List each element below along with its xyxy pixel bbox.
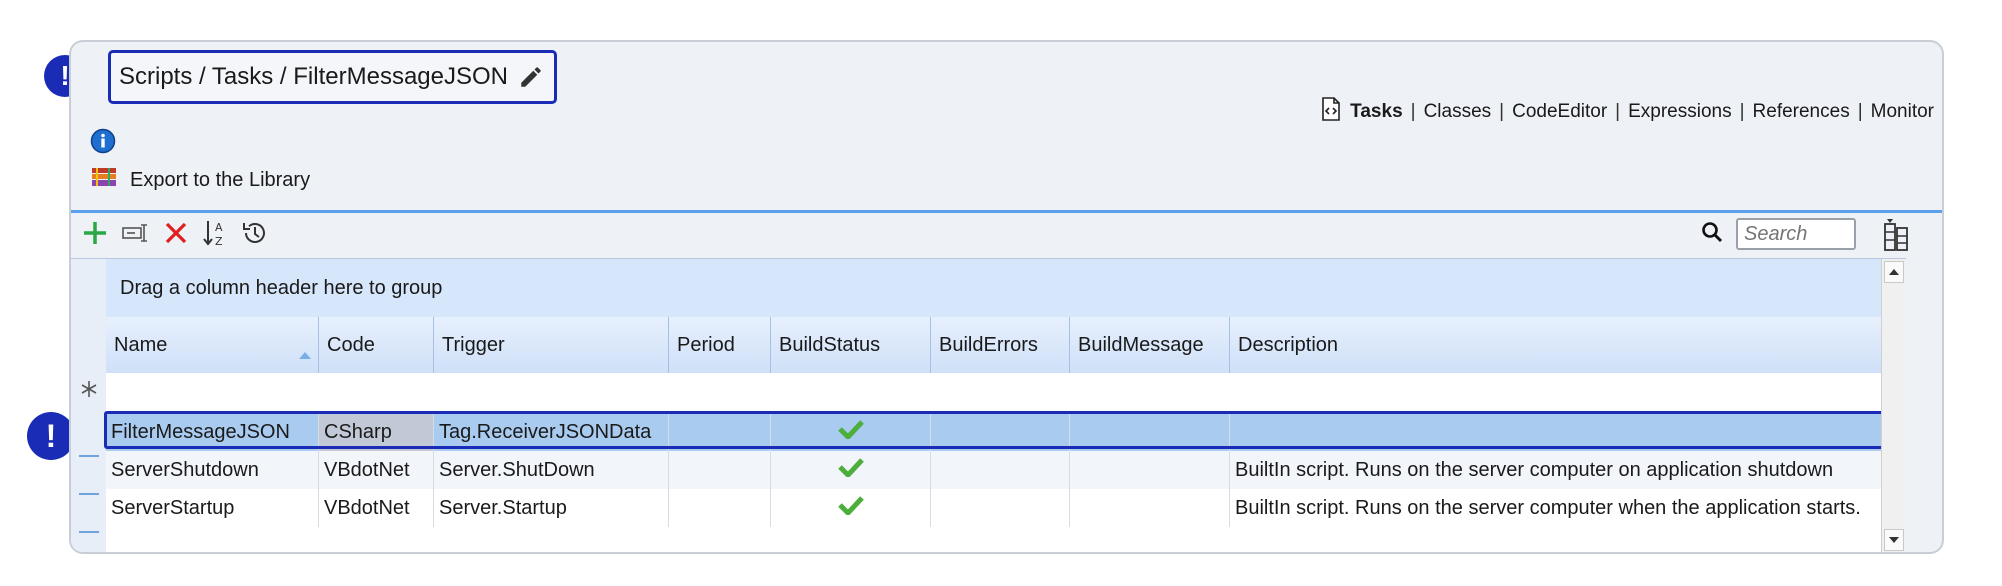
cell-buildstatus[interactable]: [771, 489, 931, 527]
table-row[interactable]: FilterMessageJSON CSharp Tag.ReceiverJSO…: [106, 413, 1882, 451]
cell-buildstatus[interactable]: [771, 413, 931, 451]
cell-name[interactable]: FilterMessageJSON: [106, 413, 319, 451]
search-area: [1700, 218, 1856, 250]
annotation-marker-row: !: [27, 412, 75, 460]
cell-description[interactable]: BuiltIn script. Runs on the server compu…: [1235, 458, 1834, 481]
pencil-icon[interactable]: [518, 64, 544, 90]
table-row[interactable]: ServerStartup VBdotNet Server.Startup Bu…: [106, 489, 1882, 527]
code-file-icon: [1320, 97, 1342, 127]
column-header-label: BuildMessage: [1078, 333, 1204, 356]
row-indicator: [79, 493, 99, 495]
export-to-library-button[interactable]: Export to the Library: [90, 165, 310, 195]
row-indicator: [79, 455, 99, 457]
cell-name[interactable]: ServerShutdown: [106, 451, 319, 489]
divider: [71, 210, 1942, 213]
cell-trigger[interactable]: Server.Startup: [434, 489, 669, 527]
cell-description[interactable]: [1230, 413, 1882, 451]
nav-expressions[interactable]: Expressions: [1628, 101, 1732, 122]
column-header-label: Description: [1238, 333, 1339, 356]
tasks-grid: Drag a column header here to group Name …: [71, 258, 1906, 552]
group-panel[interactable]: Drag a column header here to group: [106, 259, 1882, 317]
nav-separator: |: [1410, 101, 1416, 122]
cell-buildmessage[interactable]: [1070, 451, 1230, 489]
breadcrumb-text: Scripts / Tasks / FilterMessageJSON: [119, 63, 508, 90]
search-icon: [1700, 220, 1724, 249]
column-header-label: Trigger: [442, 333, 505, 356]
cell-name[interactable]: ServerStartup: [106, 489, 319, 527]
nav-tasks[interactable]: Tasks: [1350, 101, 1403, 122]
cell-builderrors[interactable]: [931, 489, 1070, 527]
export-label: Export to the Library: [130, 168, 311, 191]
add-icon[interactable]: [81, 219, 109, 252]
history-icon[interactable]: [241, 219, 269, 252]
scripts-tasks-panel: Scripts / Tasks / FilterMessageJSON Task…: [69, 40, 1944, 554]
cell-code[interactable]: VBdotNet: [319, 451, 434, 489]
nav-references[interactable]: References: [1752, 101, 1850, 122]
cell-builderrors[interactable]: [931, 413, 1070, 451]
cell-buildmessage[interactable]: [1070, 489, 1230, 527]
column-header-description[interactable]: Description: [1230, 317, 1882, 373]
column-header-period[interactable]: Period: [669, 317, 771, 373]
sort-ascending-icon: [298, 343, 312, 366]
cell-buildmessage[interactable]: [1070, 413, 1230, 451]
nav-code-editor[interactable]: CodeEditor: [1512, 101, 1608, 122]
column-header-code[interactable]: Code: [319, 317, 434, 373]
grid-header: Name Code Trigger Period BuildStatus Bui…: [106, 317, 1882, 374]
check-icon: [837, 419, 864, 445]
column-header-label: Code: [327, 333, 375, 356]
new-row-icon: [79, 379, 99, 404]
cell-period[interactable]: [669, 413, 771, 451]
column-header-label: BuildStatus: [779, 333, 881, 356]
scroll-up-icon[interactable]: [1884, 261, 1904, 283]
cell-code[interactable]: VBdotNet: [319, 489, 434, 527]
svg-text:A: A: [215, 221, 223, 234]
nav-separator: |: [1499, 101, 1505, 122]
cell-description[interactable]: BuiltIn script. Runs on the server compu…: [1235, 496, 1861, 519]
column-chooser-icon[interactable]: [1880, 218, 1914, 257]
cell-code[interactable]: CSharp: [319, 413, 434, 451]
scroll-down-icon[interactable]: [1884, 529, 1904, 551]
column-header-label: BuildErrors: [939, 333, 1038, 356]
info-icon[interactable]: [90, 128, 116, 159]
column-header-builderrors[interactable]: BuildErrors: [931, 317, 1070, 373]
search-input[interactable]: [1736, 218, 1856, 250]
check-icon: [837, 457, 864, 483]
delete-icon[interactable]: [163, 219, 189, 252]
rename-icon[interactable]: [121, 219, 151, 252]
cell-period[interactable]: [669, 451, 771, 489]
column-header-trigger[interactable]: Trigger: [434, 317, 669, 373]
nav-separator: |: [1739, 101, 1745, 122]
svg-text:Z: Z: [215, 235, 223, 248]
cell-period[interactable]: [669, 489, 771, 527]
module-nav: Tasks | Classes | CodeEditor | Expressio…: [1320, 97, 1934, 127]
check-icon: [837, 495, 864, 521]
cell-buildstatus[interactable]: [771, 451, 931, 489]
library-export-icon: [90, 165, 118, 195]
vertical-scrollbar[interactable]: [1881, 259, 1906, 552]
breadcrumb: Scripts / Tasks / FilterMessageJSON: [108, 50, 557, 104]
table-row[interactable]: ServerShutdown VBdotNet Server.ShutDown …: [106, 451, 1882, 489]
cell-builderrors[interactable]: [931, 451, 1070, 489]
nav-separator: |: [1857, 101, 1863, 122]
new-row[interactable]: [106, 373, 1882, 413]
nav-separator: |: [1615, 101, 1621, 122]
column-header-label: Period: [677, 333, 735, 356]
cell-trigger[interactable]: Server.ShutDown: [434, 451, 669, 489]
column-header-label: Name: [114, 333, 168, 356]
row-indicator-column: [71, 259, 106, 552]
column-header-buildstatus[interactable]: BuildStatus: [771, 317, 931, 373]
column-header-name[interactable]: Name: [106, 317, 319, 373]
row-indicator: [79, 531, 99, 533]
cell-trigger[interactable]: Tag.ReceiverJSONData: [434, 413, 669, 451]
column-header-buildmessage[interactable]: BuildMessage: [1070, 317, 1230, 373]
nav-monitor[interactable]: Monitor: [1870, 101, 1934, 122]
nav-classes[interactable]: Classes: [1423, 101, 1492, 122]
